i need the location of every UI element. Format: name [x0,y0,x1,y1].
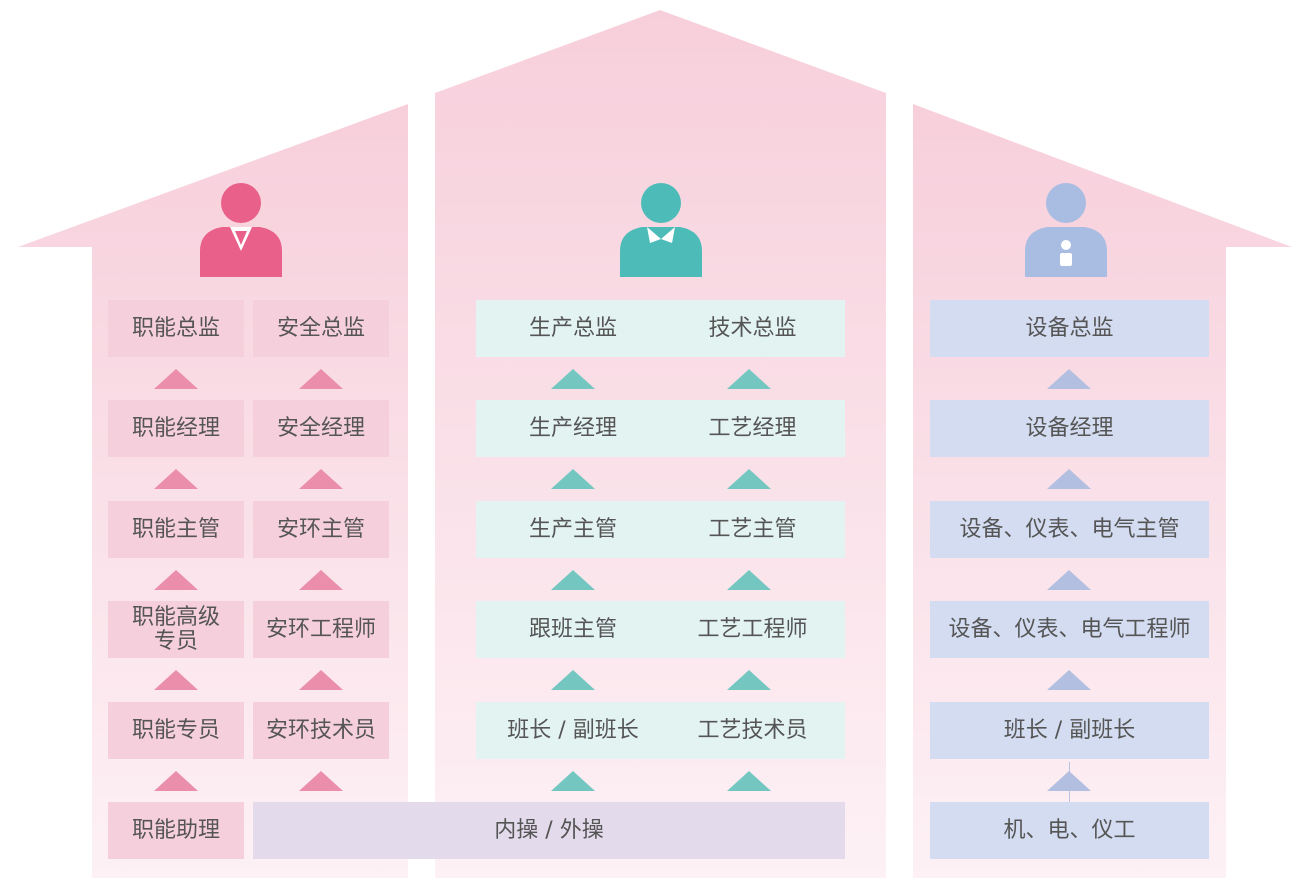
left-col1-box-6: 职能助理 [108,802,244,859]
up-arrow-icon [551,771,595,791]
up-arrow-icon [727,469,771,489]
up-arrow-icon [551,570,595,590]
up-arrow-icon [299,570,343,590]
left-col1-box-2: 职能经理 [108,400,244,457]
up-arrow-icon [299,469,343,489]
right-box-4: 设备、仪表、电气工程师 [930,601,1209,658]
up-arrow-icon [551,469,595,489]
up-arrow-icon [727,771,771,791]
center-col2-box-1: 技术总监 [660,300,845,357]
center-col1-box-1: 生产总监 [476,300,670,357]
up-arrow-icon [727,670,771,690]
left-col1-box-4: 职能高级专员 [108,601,244,658]
person-badge-icon [1025,183,1107,277]
up-arrow-icon [727,570,771,590]
left-col2-box-3: 安环主管 [253,501,389,558]
up-arrow-icon [1047,369,1091,389]
up-arrow-icon [299,369,343,389]
center-col2-box-2: 工艺经理 [660,400,845,457]
up-arrow-icon [154,369,198,389]
left-col2-box-5: 安环技术员 [253,702,389,759]
up-arrow-icon [1047,469,1091,489]
person-collar-icon [620,183,702,277]
center-col1-box-5: 班长 / 副班长 [476,702,670,759]
up-arrow-icon [299,670,343,690]
up-arrow-icon [1047,771,1091,791]
up-arrow-icon [154,771,198,791]
up-arrow-icon [551,369,595,389]
up-arrow-icon [727,369,771,389]
right-box-6: 机、电、仪工 [930,802,1209,859]
center-col1-box-3: 生产主管 [476,501,670,558]
person-tie-icon [200,183,282,277]
right-box-2: 设备经理 [930,400,1209,457]
left-col2-box-4: 安环工程师 [253,601,389,658]
center-col1-box-4: 跟班主管 [476,601,670,658]
up-arrow-icon [551,670,595,690]
center-col1-box-2: 生产经理 [476,400,670,457]
center-col2-box-4: 工艺工程师 [660,601,845,658]
right-box-5: 班长 / 副班长 [930,702,1209,759]
left-col1-box-5: 职能专员 [108,702,244,759]
center-col2-box-5: 工艺技术员 [660,702,845,759]
right-house [913,104,1292,878]
right-box-3: 设备、仪表、电气主管 [930,501,1209,558]
center-col2-box-3: 工艺主管 [660,501,845,558]
left-col2-box-2: 安全经理 [253,400,389,457]
left-col2-box-1: 安全总监 [253,300,389,357]
right-box-1: 设备总监 [930,300,1209,357]
left-col1-box-3: 职能主管 [108,501,244,558]
up-arrow-icon [1047,670,1091,690]
up-arrow-icon [154,570,198,590]
up-arrow-icon [299,771,343,791]
up-arrow-icon [154,670,198,690]
shared-bottom-box: 内操 / 外操 [253,802,845,859]
up-arrow-icon [154,469,198,489]
left-col1-box-1: 职能总监 [108,300,244,357]
up-arrow-icon [1047,570,1091,590]
